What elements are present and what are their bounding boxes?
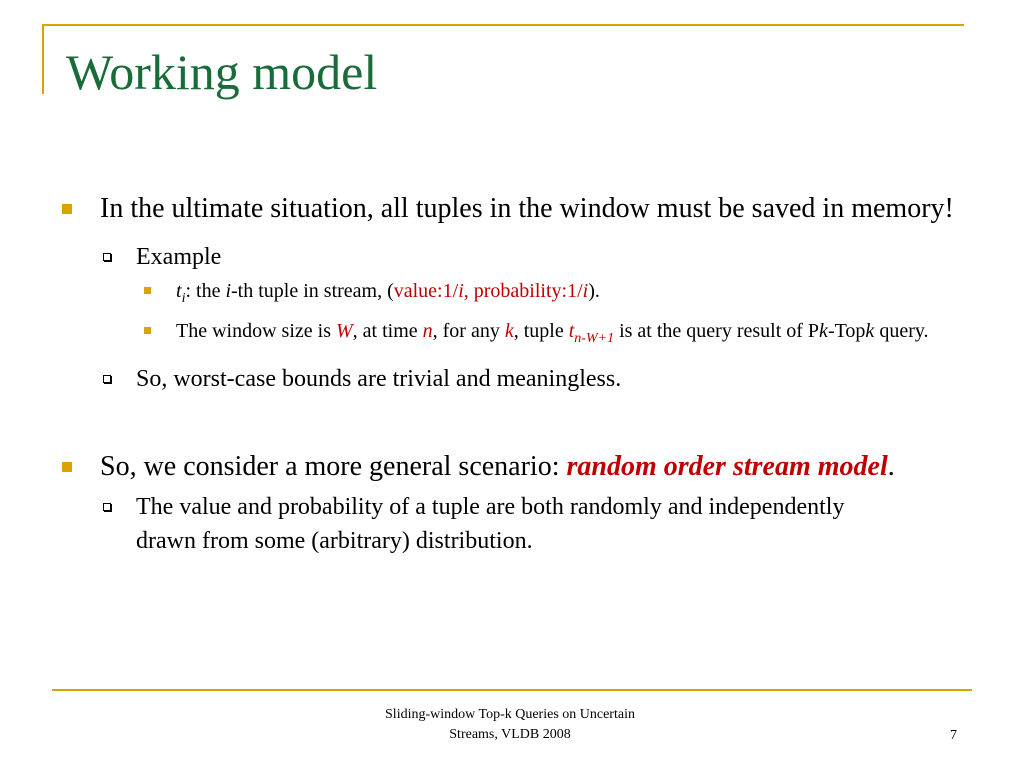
k-symbol: k — [819, 320, 828, 342]
text-segment: is at the query result of P — [614, 320, 820, 342]
bullet-1-sub-2-text: So, worst-case bounds are trivial and me… — [136, 366, 622, 392]
k-symbol: k — [865, 320, 875, 342]
bullet-1-sub-1-text: Example — [136, 244, 222, 270]
bullet-1: In the ultimate situation, all tuples in… — [60, 190, 960, 228]
bullet-1-sub-1: Example — [60, 240, 960, 274]
small-square-icon — [144, 327, 151, 334]
bullet-2-sub-1: The value and probability of a tuple are… — [60, 490, 866, 558]
frame-top-rule — [42, 24, 964, 26]
time-symbol: n — [422, 320, 433, 342]
bullet-2-text: So, we consider a more general scenario: — [100, 451, 567, 482]
tuple-symbol: t — [568, 320, 575, 342]
bullet-1-sub-2: So, worst-case bounds are trivial and me… — [60, 362, 960, 396]
tuple-subscript: i — [181, 291, 186, 306]
footer-rule — [52, 689, 972, 691]
tuple-symbol: t — [176, 280, 182, 302]
text-segment: . — [887, 451, 895, 482]
frame-left-rule — [42, 24, 44, 94]
footer-line-2: Streams, VLDB 2008 — [449, 727, 571, 742]
hollow-square-icon — [103, 503, 111, 511]
bullet-square-icon — [62, 462, 72, 472]
tuple-subscript: n-W+1 — [574, 331, 615, 346]
hollow-square-icon — [103, 375, 111, 383]
index-symbol: i — [225, 280, 232, 302]
slide-title: Working model — [66, 44, 378, 100]
footer-citation: Sliding-window Top-k Queries on Uncertai… — [330, 705, 690, 745]
bullet-1-text: In the ultimate situation, all tuples in… — [100, 193, 954, 224]
text-segment: , for any — [432, 320, 505, 342]
bullet-2-emphasis: random order stream model — [566, 451, 888, 482]
probability-text: , probability:1/ — [463, 280, 583, 302]
text-segment: -Top — [827, 320, 866, 342]
text-segment: query. — [874, 320, 929, 342]
hollow-square-icon — [103, 253, 111, 261]
page-number: 7 — [950, 728, 957, 743]
text-segment: , tuple — [513, 320, 569, 342]
k-symbol: k — [504, 320, 514, 342]
example-item-1: ti: the i-th tuple in stream, (value:1/i… — [60, 278, 960, 312]
example-item-2: The window size is W, at time n, for any… — [60, 318, 956, 352]
value-text: value:1/ — [393, 280, 459, 302]
bullet-square-icon — [62, 204, 72, 214]
text-segment: , at time — [352, 320, 423, 342]
window-symbol: W — [335, 320, 353, 342]
text-segment: : the — [185, 280, 226, 302]
slide-content: In the ultimate situation, all tuples in… — [60, 190, 960, 558]
text-segment: The window size is — [176, 320, 336, 342]
text-segment: ). — [588, 280, 600, 302]
text-segment: -th tuple in stream, ( — [231, 280, 394, 302]
index-symbol: i — [582, 280, 589, 302]
small-square-icon — [144, 287, 151, 294]
footer-line-1: Sliding-window Top-k Queries on Uncertai… — [385, 707, 635, 722]
bullet-2-sub-1-text: The value and probability of a tuple are… — [136, 494, 845, 554]
index-symbol: i — [458, 280, 464, 302]
bullet-2: So, we consider a more general scenario:… — [60, 448, 960, 486]
